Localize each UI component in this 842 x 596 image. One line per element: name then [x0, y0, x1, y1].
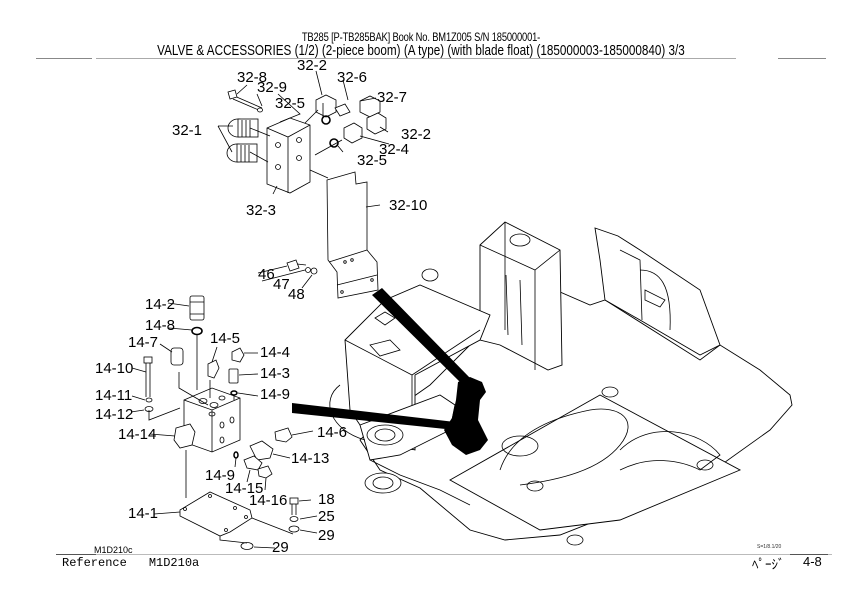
callout-32-2: 32-2 — [297, 57, 327, 74]
callout-14-6: 14-6 — [317, 424, 347, 441]
callout-32-8: 32-8 — [237, 69, 267, 86]
callout-14-16: 14-16 — [249, 492, 287, 509]
callout-32-7: 32-7 — [377, 89, 407, 106]
scale-note: S=1/8.1/20 — [757, 544, 782, 550]
footer-rule-right — [790, 554, 828, 555]
callout-14-13: 14-13 — [291, 450, 329, 467]
reference-value: M1D210a — [148, 556, 200, 570]
callout-14-9: 14-9 — [260, 386, 290, 403]
leader-lines — [130, 70, 390, 549]
callout-14-15: 14-15 — [225, 480, 263, 497]
callout-32-4: 32-4 — [379, 141, 409, 158]
callout-32-5: 32-5 — [275, 95, 305, 112]
location-arrow-upper — [372, 288, 470, 384]
parts-group-32 — [226, 89, 387, 299]
callout-14-4: 14-4 — [260, 344, 290, 361]
valve-location-marker — [444, 377, 488, 455]
drawing-code: M1D210c — [94, 545, 133, 555]
callout-47: 47 — [273, 276, 290, 293]
reference-label: Reference — [62, 556, 127, 570]
callout-14-2: 14-2 — [145, 296, 175, 313]
header-model-line: TB285 [P-TB285BAK] Book No. BM1Z005 S/N … — [301, 30, 541, 44]
callout-32-2: 32-2 — [401, 126, 431, 143]
machine-frame — [292, 221, 793, 546]
parts-group-14 — [143, 295, 300, 550]
location-arrow-lower — [292, 403, 455, 430]
part-32-1 — [226, 118, 259, 163]
reference-block: Reference M1D210a — [62, 556, 221, 570]
callout-14-14: 14-14 — [118, 426, 156, 443]
callout-14-7: 14-7 — [128, 334, 158, 351]
callout-25: 25 — [318, 508, 335, 525]
page-number: 4-8 — [803, 554, 822, 569]
callout-18: 18 — [318, 491, 335, 508]
callout-29: 29 — [272, 539, 289, 556]
callout-14-8: 14-8 — [145, 317, 175, 334]
page-label: ﾍﾟｰｼﾞ — [752, 557, 785, 572]
callout-14-11: 14-11 — [95, 387, 132, 404]
callout-14-1: 14-1 — [128, 505, 158, 522]
callout-14-5: 14-5 — [210, 330, 240, 347]
callout-14-9: 14-9 — [205, 467, 235, 484]
callout-32-1: 32-1 — [172, 122, 202, 139]
callout-32-5: 32-5 — [357, 152, 387, 169]
footer-rule — [96, 554, 832, 555]
callout-48: 48 — [288, 286, 305, 303]
callout-29: 29 — [318, 527, 335, 544]
header-rule-center — [96, 58, 736, 59]
callout-14-12: 14-12 — [95, 406, 133, 423]
footer-rule-left — [56, 554, 96, 555]
header-rule-right — [778, 58, 826, 59]
callout-46: 46 — [258, 266, 275, 283]
callout-32-3: 32-3 — [246, 202, 276, 219]
callout-14-10: 14-10 — [95, 360, 133, 377]
callout-14-3: 14-3 — [260, 365, 290, 382]
callout-32-9: 32-9 — [257, 79, 287, 96]
callout-labels: 32-8 32-9 32-2 32-6 32-7 32-5 32-1 32-2 … — [95, 57, 431, 556]
page-title: VALVE & ACCESSORIES (1/2) (2-piece boom)… — [157, 42, 685, 59]
callout-32-6: 32-6 — [337, 69, 367, 86]
callout-32-10: 32-10 — [389, 197, 427, 214]
header-rule-left — [36, 58, 92, 59]
